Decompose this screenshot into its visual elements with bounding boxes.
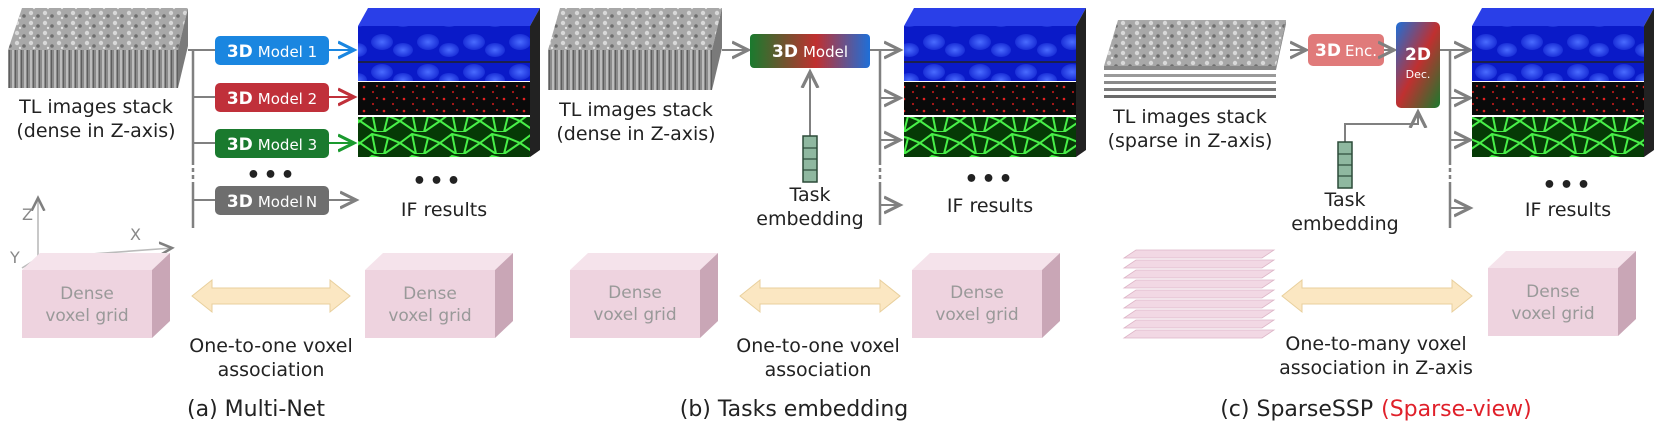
if-output-stack-c <box>1472 8 1654 157</box>
grid-right-c-2: voxel grid <box>1511 304 1594 324</box>
input-label-a-1: TL images stack <box>18 96 173 118</box>
input-label-a-2: (dense in Z-axis) <box>16 120 175 142</box>
enc-bold-c: 3D <box>1315 41 1341 61</box>
model-n-sub: N <box>306 193 317 211</box>
if-output-stack-a <box>358 8 540 157</box>
model-1-name: Model 1 <box>258 43 317 61</box>
input-label-b-2: (dense in Z-axis) <box>556 123 715 145</box>
tl-stack-dense-b <box>548 8 722 90</box>
axis-x-label: X <box>130 225 141 244</box>
model-button-b: 3D Model <box>750 34 870 68</box>
output-label-c: IF results <box>1525 199 1611 221</box>
panel-b: TL images stack (dense in Z-axis) 3D Mode… <box>548 8 1086 422</box>
results-dots-a: ••• <box>412 169 463 194</box>
model-3-name: Model 3 <box>258 136 317 154</box>
voxel-grid-left-a: Dense voxel grid <box>22 253 170 338</box>
assoc-label-c-1: One-to-many voxel <box>1285 333 1466 355</box>
task-label-b-2: embedding <box>756 208 863 230</box>
grid-right-b-2: voxel grid <box>935 305 1018 325</box>
model-3-button-a: 3D Model 3 <box>215 129 329 158</box>
task-embedding-c <box>1337 141 1353 189</box>
grid-right-b-1: Dense <box>950 283 1004 303</box>
voxel-grid-right-b: Dense voxel grid <box>912 253 1060 338</box>
assoc-label-c-2: association in Z-axis <box>1279 357 1473 379</box>
grid-left-a-2: voxel grid <box>45 306 128 326</box>
panel-a: TL images stack (dense in Z-axis) 3D Mode… <box>8 8 540 422</box>
model-n-bold: 3D <box>227 192 253 212</box>
assoc-arrow-a <box>191 278 351 314</box>
enc-name-c: Enc. <box>1345 42 1377 60</box>
grid-right-a-2: voxel grid <box>388 306 471 326</box>
assoc-label-b-1: One-to-one voxel <box>736 335 900 357</box>
model-name-b: Model <box>803 43 848 61</box>
task-embedding-b <box>802 135 818 183</box>
voxel-grid-left-b: Dense voxel grid <box>570 253 718 338</box>
assoc-label-a-2: association <box>218 359 325 381</box>
sparse-slices-c <box>1122 249 1276 339</box>
results-dots-c: ••• <box>1542 173 1593 198</box>
decoder-button-c: 2D Dec. <box>1396 22 1440 108</box>
model-1-bold: 3D <box>227 42 253 62</box>
tl-stack-sparse-c <box>1104 20 1286 98</box>
models-dots-a: ••• <box>246 163 297 188</box>
model-2-name: Model 2 <box>258 90 317 108</box>
caption-a: (a) Multi-Net <box>187 397 325 422</box>
grid-right-a-1: Dense <box>403 284 457 304</box>
input-label-c-2: (sparse in Z-axis) <box>1108 130 1273 152</box>
assoc-label-b-2: association <box>765 359 872 381</box>
model-1-button-a: 3D Model 1 <box>215 36 329 65</box>
model-3-bold: 3D <box>227 135 253 155</box>
caption-c: (c) SparseSSP (Sparse-view) <box>1220 397 1532 422</box>
assoc-arrow-b <box>739 278 901 314</box>
grid-right-c-1: Dense <box>1526 282 1580 302</box>
task-label-b-1: Task <box>788 184 830 206</box>
voxel-grid-right-c: Dense voxel grid <box>1488 251 1636 336</box>
model-2-bold: 3D <box>227 89 253 109</box>
caption-c-main: (c) SparseSSP <box>1220 397 1373 422</box>
axis-y-label: Y <box>9 248 20 267</box>
caption-b: (b) Tasks embedding <box>680 397 908 422</box>
model-n-name: Model <box>258 193 303 211</box>
output-label-a: IF results <box>401 199 487 221</box>
results-dots-b: ••• <box>964 167 1015 192</box>
model-2-button-a: 3D Model 2 <box>215 83 329 112</box>
assoc-label-a-1: One-to-one voxel <box>189 335 353 357</box>
grid-left-a-1: Dense <box>60 284 114 304</box>
grid-left-b-1: Dense <box>608 283 662 303</box>
dec-name-c: Dec. <box>1406 68 1431 81</box>
axis-z-label: Z <box>22 205 33 224</box>
dec-bold-c: 2D <box>1405 45 1431 65</box>
voxel-grid-right-a: Dense voxel grid <box>365 253 513 338</box>
tl-stack-dense-a <box>8 8 188 88</box>
input-label-c-1: TL images stack <box>1112 106 1267 128</box>
task-label-c-2: embedding <box>1291 213 1398 235</box>
input-label-b-1: TL images stack <box>558 99 713 121</box>
output-label-b: IF results <box>947 195 1033 217</box>
task-label-c-1: Task <box>1323 189 1365 211</box>
if-output-stack-b <box>904 8 1086 157</box>
caption-c-accent: (Sparse-view) <box>1381 397 1532 422</box>
model-bold-b: 3D <box>772 42 798 62</box>
assoc-arrow-c <box>1281 278 1473 314</box>
grid-left-b-2: voxel grid <box>593 305 676 325</box>
